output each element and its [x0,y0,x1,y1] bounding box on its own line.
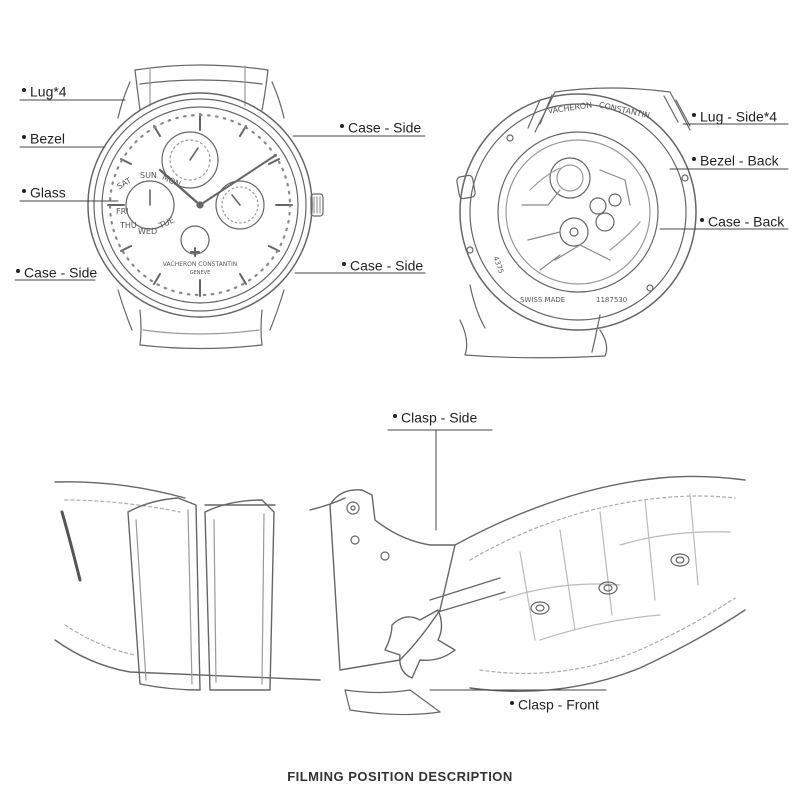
label-bezel: Bezel [22,129,65,146]
dial-brand: VACHERON CONSTANTIN [163,261,237,268]
label-glass: Glass [22,183,66,200]
label-case-side-mid: Case - Side [342,256,423,273]
dial-day-thu: THU [119,221,137,230]
caseback-text: VACHERON CONSTANTIN SWISS MADE 1187530 4… [491,101,650,304]
leader-lines [14,99,789,691]
caseback-serial: 1187530 [596,296,627,304]
strap-clasp-illustration [54,475,746,716]
label-clasp-side: Clasp - Side [393,408,477,425]
dial-day-wed: WED [138,227,157,236]
dial-day-tue: TUE [157,216,176,231]
bullet-dot [342,262,346,267]
bullet-dot [340,124,344,129]
back-watch-illustration [456,87,697,359]
bullet-dot [22,135,26,140]
dial-city: GENEVE [190,270,211,276]
dial-day-mon: MON [161,173,182,189]
front-watch-illustration [87,64,324,350]
caseback-swiss-made: SWISS MADE [520,296,565,304]
dial-day-fri: FRI [116,207,129,216]
bullet-dot [692,157,696,162]
bullet-dot [700,218,704,223]
label-clasp-front: Clasp - Front [510,695,599,712]
caseback-brand: VACHERON [547,101,593,116]
bullet-dot [22,88,26,93]
label-lug: Lug*4 [22,82,67,99]
label-case-side-left: Case - Side [16,263,97,280]
diagram-title: FILMING POSITION DESCRIPTION [287,769,513,784]
bullet-dot [22,189,26,194]
label-bezel-back: Bezel - Back [692,151,779,168]
caseback-ref: 4375 [491,255,505,274]
bullet-dot [510,701,514,706]
dial-day-sat: SAT [115,176,133,191]
label-case-side-top: Case - Side [340,118,421,135]
bullet-dot [692,113,696,118]
label-case-back: Case - Back [700,212,784,229]
dial-day-sun: SUN [140,171,157,180]
bullet-dot [393,414,397,419]
bullet-dot [16,269,20,274]
label-lug-side: Lug - Side*4 [692,107,777,124]
